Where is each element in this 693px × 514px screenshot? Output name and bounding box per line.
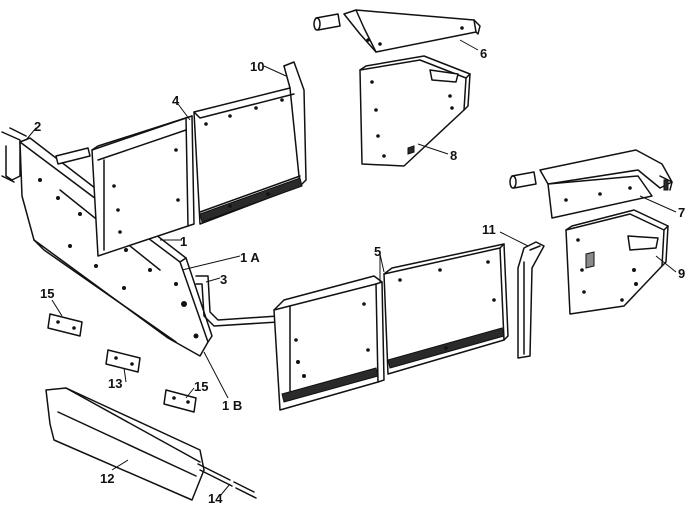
part-4-frame-left [91, 115, 195, 257]
connector-tube [55, 147, 91, 165]
part-15-plate-upper [47, 313, 83, 337]
callout-2: 2 [34, 119, 41, 134]
part-7-bracket [509, 149, 673, 219]
callout-6: 6 [480, 46, 487, 61]
callout-7: 7 [678, 205, 685, 220]
part-14-strips [197, 463, 257, 499]
callout-1b: 1 B [222, 398, 242, 413]
callout-15-upper: 15 [40, 286, 54, 301]
callout-5: 5 [374, 244, 381, 259]
part-5-frame-left [273, 275, 385, 411]
part-10-panel [193, 61, 307, 225]
callout-9: 9 [678, 266, 685, 281]
callout-14: 14 [208, 491, 223, 506]
part-11-channel [517, 241, 545, 359]
part-15-plate-lower [163, 389, 197, 413]
callout-1: 1 [180, 234, 187, 249]
part-3-rod [195, 275, 279, 327]
leader-lines [25, 39, 677, 497]
callout-15-lower: 15 [194, 379, 208, 394]
callout-8: 8 [450, 148, 457, 163]
callout-13: 13 [108, 376, 122, 391]
part-2-tube [1, 127, 27, 183]
part-12-long-panel [45, 387, 205, 501]
callout-labels: 2 1 1 A 3 1 B 4 10 5 6 8 7 9 11 15 13 15… [34, 46, 685, 506]
callout-3: 3 [220, 272, 227, 287]
callout-4: 4 [172, 93, 180, 108]
part-6-bracket [313, 9, 481, 53]
part-8-panel [359, 55, 471, 167]
callout-1a: 1 A [240, 250, 260, 265]
callout-11: 11 [482, 222, 496, 237]
part-13-plate [105, 349, 141, 373]
callout-10: 10 [250, 59, 264, 74]
callout-12: 12 [100, 471, 114, 486]
part-5-panel-right [383, 243, 509, 375]
part-9-panel [565, 209, 669, 315]
